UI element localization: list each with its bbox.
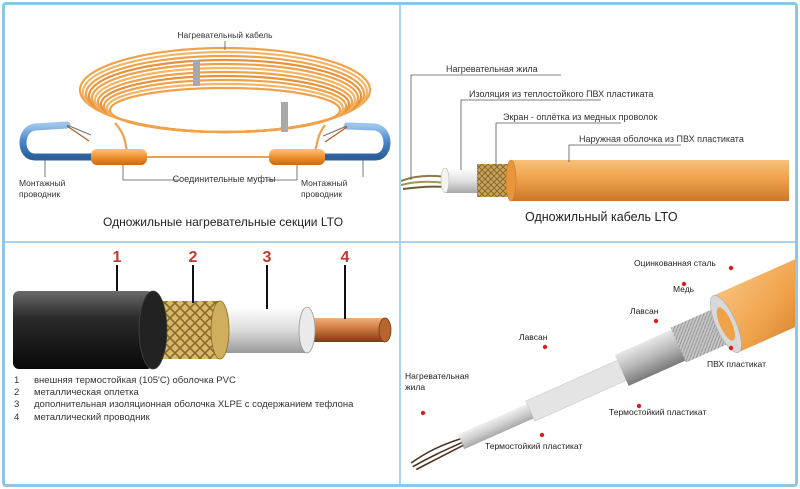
legend-text: металлическая оплетка — [34, 387, 139, 399]
caption-heating-sections: Одножильные нагревательные секции LTO — [103, 215, 344, 229]
cable-tie — [193, 60, 200, 86]
outer-sheath — [511, 160, 789, 201]
panel-cable-structure: Оцинкованная сталь Медь Лавсан Лавсан ПВ… — [401, 243, 795, 484]
label-lavsan-1: Лавсан — [519, 332, 548, 342]
layer-legend: 1 внешняя термостойкая (105'С) оболочка P… — [14, 375, 353, 424]
legend-row: 3 дополнительная изоляционная оболочка XL… — [14, 399, 353, 411]
coupling-left — [91, 149, 147, 165]
label-lead-left-2: проводник — [19, 189, 60, 199]
label-lead-left: Монтажный проводник — [19, 178, 68, 199]
label-lead-right-2: проводник — [301, 189, 342, 199]
heating-core — [401, 174, 447, 190]
label-pvc: ПВХ пластикат — [707, 359, 766, 369]
label-lavsan-2: Лавсан — [630, 306, 659, 316]
mounting-lead-left — [19, 121, 101, 161]
layer-number-3: 3 — [263, 249, 272, 266]
single-core-cable-illustration: Нагревательная жила Изоляция из теплосто… — [401, 64, 789, 202]
layer-number-2: 2 — [189, 249, 198, 266]
layer-number-4: 4 — [341, 249, 350, 266]
caption-single-core-cable: Одножильный кабель LTO — [525, 210, 678, 224]
label-thermo-plastic-2: Термостойкий пластикат — [609, 407, 706, 417]
legend-text: дополнительная изоляционная оболочка XLP… — [34, 399, 354, 411]
panel-single-core-cable: Нагревательная жила Изоляция из теплосто… — [401, 5, 795, 241]
panel-divider-horizontal — [5, 241, 795, 243]
legend-number: 3 — [14, 399, 20, 411]
panel-cable-cross-section: 1 2 3 4 — [5, 243, 399, 484]
label-insulation: Изоляция из теплостойкого ПВХ пластиката — [469, 89, 653, 99]
heating-section-illustration: Нагревательный кабель Соединительные муф… — [19, 30, 391, 199]
label-heating-core-2: жила — [405, 382, 425, 392]
label-heating-cable: Нагревательный кабель — [177, 30, 273, 40]
legend-row: 4 металлический проводник — [14, 412, 353, 424]
label-heating-core: Нагревательная жила — [446, 64, 538, 74]
label-outer-sheath: Наружная оболочка из ПВХ пластиката — [579, 134, 744, 144]
metal-conductor — [305, 318, 385, 342]
xlpe-insulation — [215, 307, 307, 353]
label-tinned-steel: Оцинкованная сталь — [634, 258, 716, 268]
label-braid-screen: Экран - оплётка из медных проволок — [503, 112, 657, 122]
heating-core-strands — [410, 438, 464, 471]
cable-structure-illustration: Оцинкованная сталь Медь Лавсан Лавсан ПВ… — [405, 246, 795, 471]
pvc-outer-sheath — [713, 246, 795, 353]
label-lead-left-1: Монтажный — [19, 178, 66, 188]
label-couplings: Соединительные муфты — [173, 174, 276, 184]
label-copper: Медь — [673, 284, 695, 294]
legend-row: 1 внешняя термостойкая (105'С) оболочка P… — [14, 375, 353, 387]
cable-tie — [281, 102, 288, 132]
label-lead-right-1: Монтажный — [301, 178, 348, 188]
mounting-lead-right — [317, 122, 391, 161]
panel-divider-vertical — [399, 5, 401, 484]
legend-number: 4 — [14, 411, 20, 423]
grey-thermo-plastic — [614, 326, 693, 386]
cable-coil — [78, 46, 372, 134]
label-thermo-plastic-1: Термостойкий пластикат — [485, 441, 582, 451]
legend-row: 2 металлическая оплетка — [14, 387, 353, 399]
legend-number: 2 — [14, 387, 20, 399]
label-lead-right: Монтажный проводник — [301, 178, 350, 199]
callout-dots — [420, 265, 734, 438]
label-heating-core-1: Нагревательная — [405, 371, 469, 381]
layer-number-1: 1 — [113, 249, 122, 266]
legend-text: металлический проводник — [34, 411, 150, 423]
panel-heating-sections: Нагревательный кабель Соединительные муф… — [5, 5, 399, 241]
legend-text: внешняя термостойкая (105'С) оболочка PV… — [34, 375, 236, 386]
legend-number: 1 — [14, 375, 20, 386]
cable-cross-section-illustration: 1 2 3 4 — [13, 249, 392, 370]
pvc-outer-sheath — [13, 291, 153, 369]
coupling-right — [269, 149, 325, 165]
